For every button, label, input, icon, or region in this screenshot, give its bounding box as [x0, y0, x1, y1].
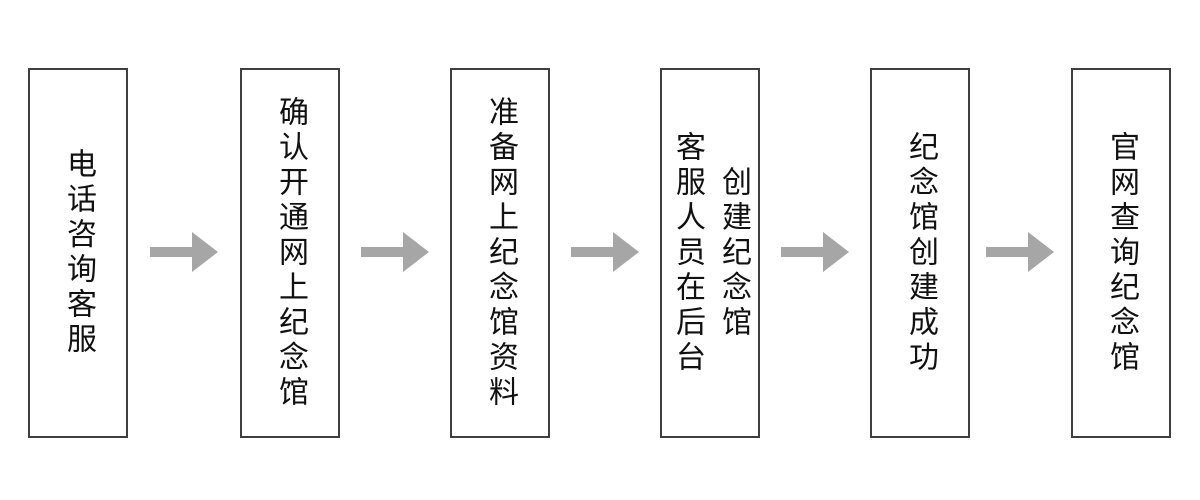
arrow-shaft	[571, 247, 614, 257]
step-box-6: 官网查询纪念馆	[1071, 68, 1171, 438]
step-label-line: 客服人员在后台	[670, 130, 705, 376]
arrow-head	[1028, 232, 1054, 272]
arrow-head	[823, 232, 849, 272]
arrow-shaft	[361, 247, 404, 257]
arrow-head	[613, 232, 639, 272]
right-arrow-icon	[150, 232, 218, 272]
step-label-1: 电话咨询客服	[55, 148, 101, 358]
step-label-line: 确认开通网上纪念馆	[273, 95, 308, 411]
arrow-head	[403, 232, 429, 272]
step-label-line: 电话咨询客服	[61, 148, 96, 358]
right-arrow-icon	[361, 232, 429, 272]
step-label-line: 准备网上纪念馆资料	[483, 95, 518, 411]
step-box-5: 纪念馆创建成功	[870, 68, 970, 438]
step-box-2: 确认开通网上纪念馆	[240, 68, 340, 438]
right-arrow-icon	[571, 232, 639, 272]
step-label-4: 客服人员在后台 创建纪念馆	[664, 131, 756, 376]
right-arrow-icon	[781, 232, 849, 272]
right-arrow-icon	[986, 232, 1054, 272]
arrow-shaft	[986, 247, 1029, 257]
arrow-shaft	[150, 247, 193, 257]
step-box-4: 客服人员在后台 创建纪念馆	[660, 68, 760, 438]
step-label-line: 创建纪念馆	[716, 165, 751, 341]
step-label-6: 官网查询纪念馆	[1098, 131, 1144, 376]
step-label-line: 官网查询纪念馆	[1104, 130, 1139, 376]
arrow-head	[192, 232, 218, 272]
step-box-1: 电话咨询客服	[28, 68, 128, 438]
step-label-2: 确认开通网上纪念馆	[267, 96, 313, 411]
step-label-5: 纪念馆创建成功	[897, 131, 943, 376]
arrow-shaft	[781, 247, 824, 257]
step-label-3: 准备网上纪念馆资料	[477, 96, 523, 411]
step-label-line: 纪念馆创建成功	[903, 130, 938, 376]
step-box-3: 准备网上纪念馆资料	[450, 68, 550, 438]
